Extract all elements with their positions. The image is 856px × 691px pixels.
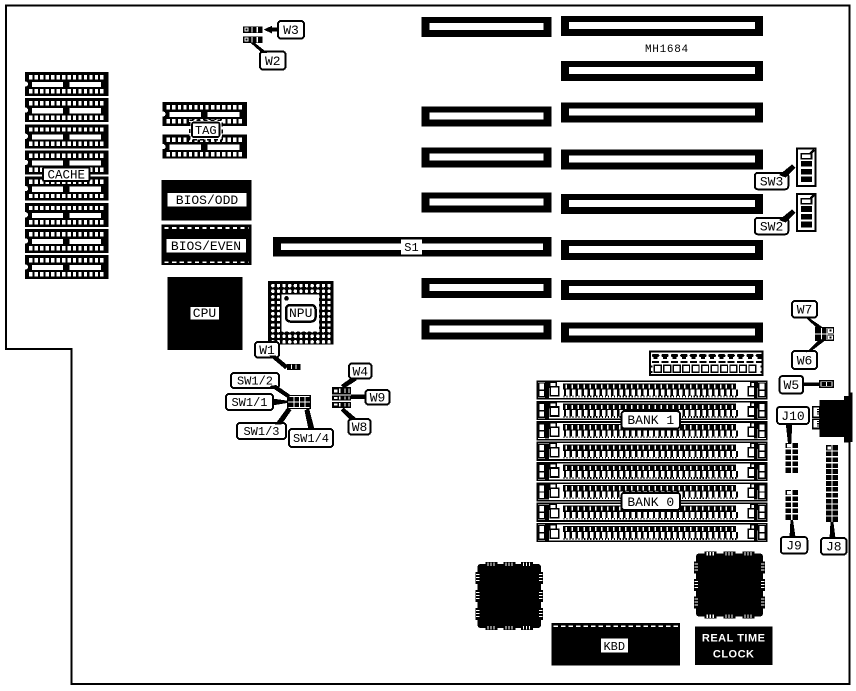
svg-text:NPU: NPU	[289, 306, 312, 321]
svg-text:TAG: TAG	[195, 124, 217, 138]
svg-text:REAL TIME: REAL TIME	[702, 633, 766, 645]
svg-text:W1: W1	[259, 343, 275, 358]
svg-text:W7: W7	[797, 303, 813, 318]
svg-text:W2: W2	[265, 54, 281, 69]
svg-text:KBD: KBD	[603, 640, 625, 654]
svg-text:W9: W9	[370, 391, 386, 406]
svg-text:W4: W4	[352, 364, 368, 379]
svg-text:BANK 0: BANK 0	[627, 495, 674, 510]
svg-text:BIOS/EVEN: BIOS/EVEN	[171, 239, 241, 254]
svg-text:CLOCK: CLOCK	[713, 649, 755, 661]
svg-text:J9: J9	[786, 539, 802, 554]
svg-text:CPU: CPU	[193, 306, 216, 321]
svg-text:CACHE: CACHE	[47, 169, 85, 183]
svg-text:SW1/3: SW1/3	[243, 425, 279, 439]
svg-text:S1: S1	[404, 241, 418, 255]
svg-text:MH1684: MH1684	[645, 44, 689, 56]
svg-text:W3: W3	[283, 23, 299, 38]
svg-text:SW2: SW2	[760, 219, 783, 234]
svg-text:BANK 1: BANK 1	[627, 413, 674, 428]
svg-text:W6: W6	[797, 353, 813, 368]
svg-text:W8: W8	[352, 420, 368, 435]
svg-text:W5: W5	[784, 378, 800, 393]
svg-text:SW1/2: SW1/2	[237, 375, 273, 389]
svg-text:SW1/4: SW1/4	[293, 432, 329, 446]
svg-text:J10: J10	[781, 409, 804, 424]
svg-text:SW1/1: SW1/1	[231, 396, 267, 410]
svg-text:J8: J8	[826, 540, 842, 555]
svg-text:BIOS/ODD: BIOS/ODD	[176, 193, 239, 208]
svg-text:SW3: SW3	[760, 174, 783, 189]
